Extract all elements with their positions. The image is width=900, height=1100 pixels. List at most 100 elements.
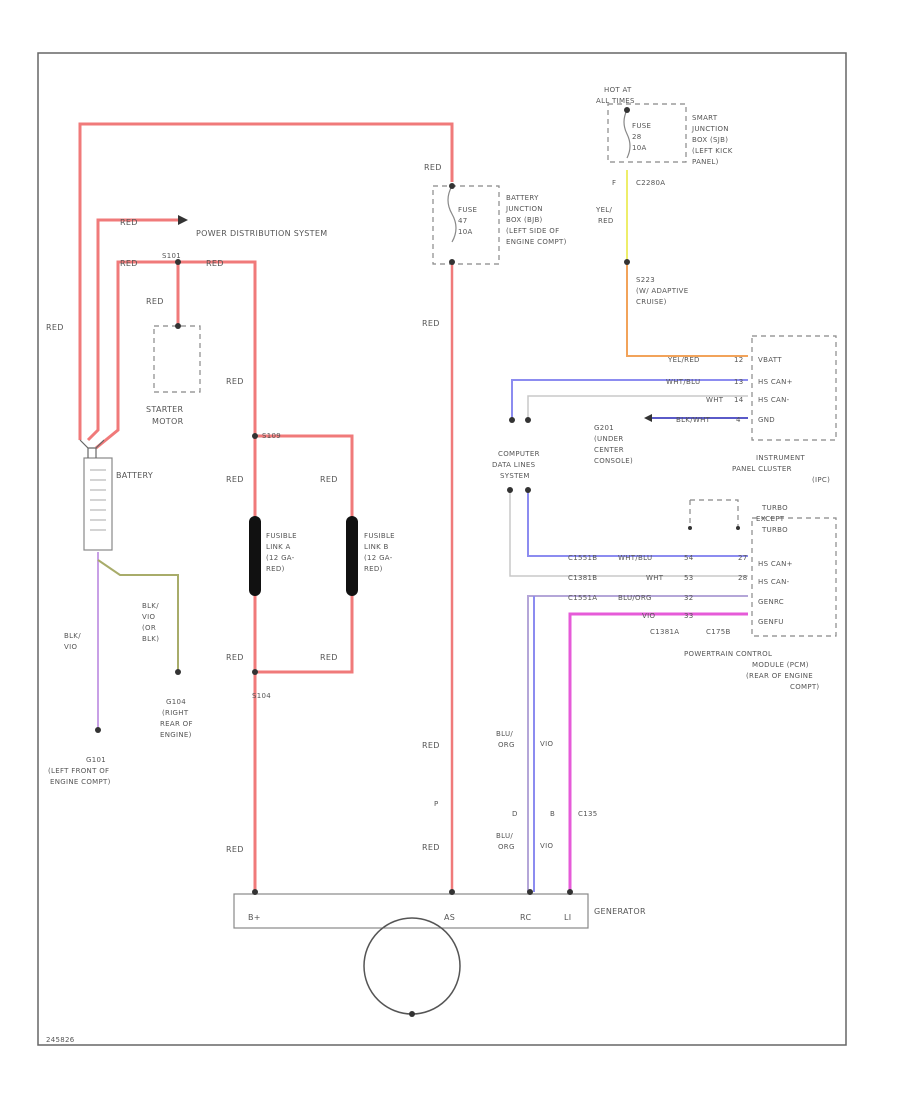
label-fusible-a-4: RED) (266, 565, 285, 573)
label-bjb-3: BOX (BJB) (506, 216, 543, 224)
generator-ground-icon (409, 1011, 415, 1017)
label-red-12: RED (422, 319, 440, 328)
label-gen-bplus: B+ (248, 913, 261, 922)
label-sjb-4: (LEFT KICK (692, 147, 733, 155)
wire-wht-blu-ipc (511, 379, 748, 420)
label-gnd: GND (758, 416, 775, 424)
label-c1551a: C1551A (568, 594, 597, 602)
label-gen-as: AS (444, 913, 455, 922)
splice-s109-icon (252, 433, 258, 439)
label-cdl-3: SYSTEM (500, 472, 530, 480)
label-vbatt: VBATT (758, 356, 782, 364)
wire-red-battery-to-bjb (78, 122, 454, 440)
label-bjb-4: (LEFT SIDE OF (506, 227, 559, 235)
bjb-terminal-bottom-icon (449, 259, 455, 265)
label-pcm-2: MODULE (PCM) (752, 661, 809, 669)
label-turbo-2: EXCEPT (756, 515, 785, 523)
label-red-2: RED (120, 218, 138, 227)
label-pin-y: 28 (738, 574, 748, 582)
smart-junction-box-icon (607, 103, 687, 163)
label-fusible-b-4: RED) (364, 565, 383, 573)
label-yel-red-1: YEL/ (595, 206, 612, 214)
battery-terminal-lines (79, 439, 105, 449)
label-wht: WHT (706, 396, 724, 404)
label-c135: C135 (578, 810, 597, 818)
powertrain-control-module-icon (751, 517, 837, 637)
label-g201-1: G201 (594, 424, 614, 432)
label-fusible-a-1: FUSIBLE (266, 532, 297, 540)
gen-bplus-terminal-icon (252, 889, 258, 895)
starter-terminal-icon (175, 323, 181, 329)
label-red-14: RED (422, 843, 440, 852)
label-yel-red-2: RED (598, 217, 614, 225)
label-s223-2: (W/ ADAPTIVE (636, 287, 688, 295)
label-pin-b: B (550, 810, 555, 818)
sjb-terminal-icon (624, 107, 630, 113)
label-g201-4: CONSOLE) (594, 457, 633, 465)
gen-as-terminal-icon (449, 889, 455, 895)
label-c1381b: C1381B (568, 574, 597, 582)
label-pin-x: 27 (738, 554, 748, 562)
label-pcm-hs-can-minus: HS CAN- (758, 578, 790, 586)
label-blu-org-4: ORG (498, 843, 515, 851)
label-fuse-bjb-2: 47 (458, 217, 468, 225)
splice-s101-icon (175, 259, 181, 265)
label-red-3: RED (120, 259, 138, 268)
gen-li-terminal-icon (567, 889, 573, 895)
label-red-8: RED (320, 475, 338, 484)
label-pin-13: 13 (734, 378, 744, 386)
diagram-frame (37, 52, 847, 1046)
label-yel-red-wire: YEL/RED (667, 356, 700, 364)
label-blk-vio-2: VIO (64, 643, 77, 651)
label-pcm-hs-can-plus: HS CAN+ (758, 560, 793, 568)
label-c1381a: C1381A (650, 628, 679, 636)
label-starter-motor-1: STARTER (146, 405, 184, 414)
label-blk-vio-or-4: BLK) (142, 635, 159, 643)
instrument-panel-cluster-icon (751, 335, 837, 441)
label-c175b: C175B (706, 628, 731, 636)
label-fuse-sjb-3: 10A (632, 144, 647, 152)
cdl-terminal-3-icon (507, 487, 513, 493)
label-power-distribution: POWER DISTRIBUTION SYSTEM (196, 229, 327, 238)
label-red-10: RED (320, 653, 338, 662)
label-bjb-2: JUNCTION (505, 205, 543, 213)
wire-red-s101-to-s109 (178, 260, 257, 436)
battery-cells-icon (90, 469, 106, 531)
label-blk-vio-or-2: VIO (142, 613, 155, 621)
label-g104-3: REAR OF (160, 720, 193, 728)
label-vio3: VIO (540, 842, 553, 850)
label-generator: GENERATOR (594, 907, 646, 916)
battery-junction-box-icon (432, 185, 500, 265)
label-pin-f: F (612, 179, 616, 187)
wire-wht-ipc (527, 395, 748, 420)
label-battery: BATTERY (116, 471, 153, 480)
label-pcm-4: COMPT) (790, 683, 819, 691)
label-turbo-3: TURBO (761, 526, 788, 534)
label-vio2: VIO (540, 740, 553, 748)
battery-icon (83, 457, 113, 551)
label-fusible-b-3: (12 GA- (364, 554, 393, 562)
label-fusible-a-2: LINK A (266, 543, 291, 551)
label-starter-motor-2: MOTOR (152, 417, 184, 426)
turbo-dot-icon (688, 526, 692, 530)
fusible-link-b-icon (346, 516, 358, 596)
label-pin-33: 33 (684, 612, 694, 620)
wire-blu-org-pcm (527, 595, 748, 892)
starter-motor-icon (153, 325, 201, 393)
label-fusible-b-2: LINK B (364, 543, 389, 551)
label-g101-2: (LEFT FRONT OF (48, 767, 109, 775)
label-red-11: RED (424, 163, 442, 172)
label-g101-1: G101 (86, 756, 106, 764)
label-hot-2: ALL TIMES (596, 97, 635, 105)
label-pcm-1: POWERTRAIN CONTROL (684, 650, 772, 658)
label-fusible-a-3: (12 GA- (266, 554, 295, 562)
label-g201-3: CENTER (594, 446, 624, 454)
fusible-link-a-icon (249, 516, 261, 596)
label-s104: S104 (252, 692, 271, 700)
label-blu-org-3: BLU/ (496, 832, 513, 840)
arrow-power-distribution-icon (178, 215, 188, 225)
label-pin-14: 14 (734, 396, 744, 404)
label-fuse-bjb-1: FUSE (458, 206, 477, 214)
label-red-6: RED (226, 377, 244, 386)
turbo-line-2-icon (690, 499, 739, 528)
